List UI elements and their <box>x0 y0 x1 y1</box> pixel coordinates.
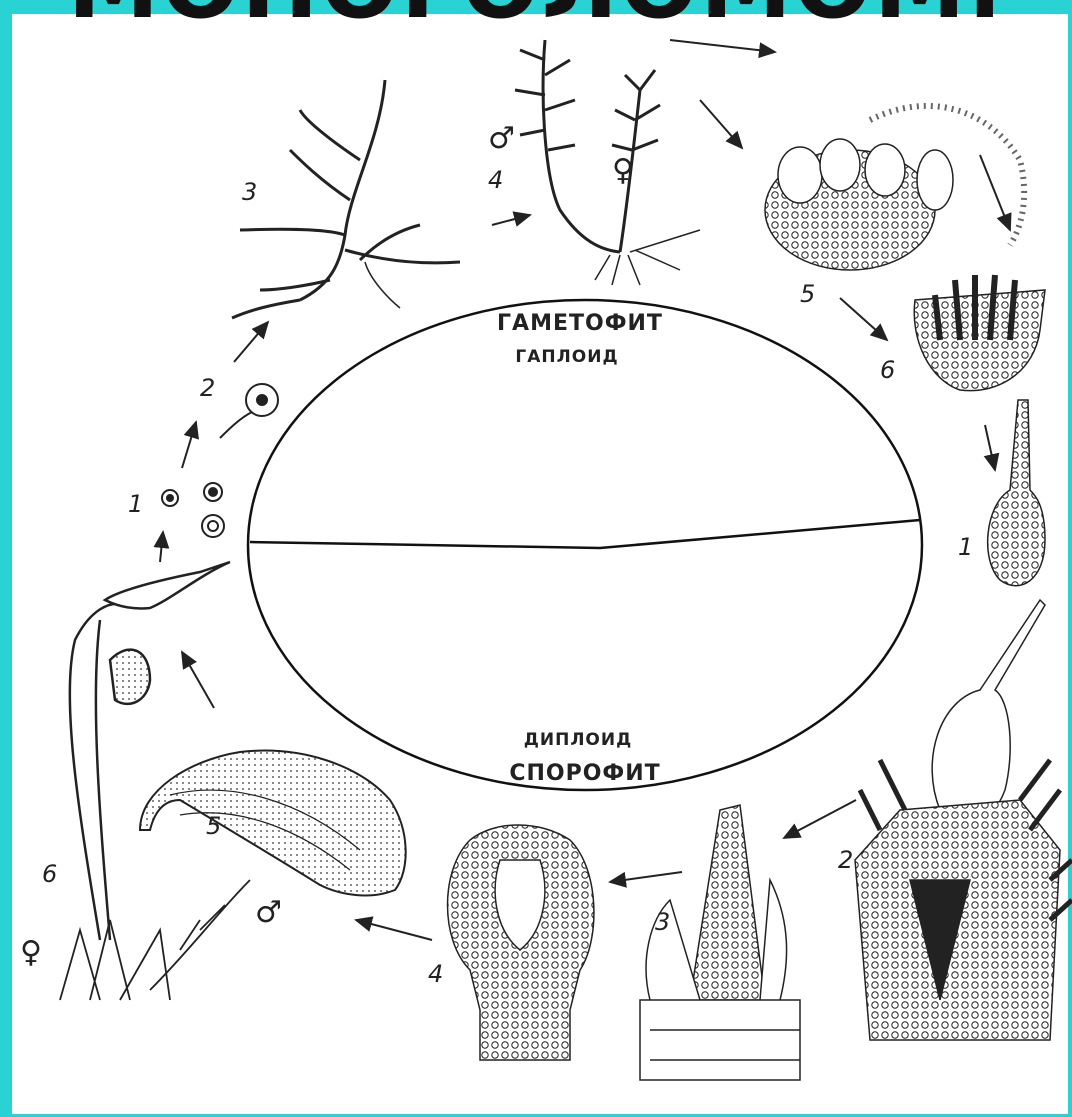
sporophyte-stage-4-label: 4 <box>428 960 443 988</box>
archegonia-illustration <box>914 275 1045 391</box>
sporophyte-stage-6-label: 6 <box>42 860 57 888</box>
sporophyte-stage-5-label: 5 <box>206 812 221 840</box>
male-plant-symbol: ♂ <box>255 895 282 930</box>
young-sporophyte-illustration <box>855 600 1072 1040</box>
diploid-label: ДИПЛОИД <box>524 730 633 750</box>
sporophyte-stage-2-label: 2 <box>838 846 853 874</box>
gametophyte-stage-6-label: 6 <box>880 356 895 384</box>
gametophyte-stage-2-label: 2 <box>200 374 215 402</box>
haploid-label: ГАПЛОИД <box>515 347 618 367</box>
antheridia-illustration <box>765 106 1024 270</box>
gametophyte-stage-5-label: 5 <box>800 280 815 308</box>
female-plant-symbol: ♀ <box>20 935 42 970</box>
gametophores-illustration <box>515 40 700 285</box>
spores-illustration <box>162 483 224 537</box>
sporophyte-stage-3-label: 3 <box>655 908 670 936</box>
protonema-illustration <box>232 80 460 318</box>
female-symbol: ♀ <box>612 153 634 188</box>
male-symbol: ♂ <box>488 121 515 156</box>
capsule-section-illustration <box>448 825 594 1060</box>
gametophyte-stage-1-label: 1 <box>128 490 143 518</box>
gametophyte-label: ГАМЕТОФИТ <box>497 311 663 336</box>
mature-capsule-illustration <box>140 751 406 896</box>
gametophyte-stage-3-label: 3 <box>242 178 257 206</box>
developing-capsule-illustration <box>640 805 800 1080</box>
gametophyte-stage-4-label: 4 <box>488 166 503 194</box>
cycle-oval <box>248 300 922 790</box>
sporophyte-label: СПОРОФИТ <box>509 761 660 786</box>
sporophyte-stage-1-label: 1 <box>958 533 973 561</box>
germinating-spore-illustration <box>220 384 278 438</box>
zygote-archegonium-illustration <box>988 400 1045 586</box>
